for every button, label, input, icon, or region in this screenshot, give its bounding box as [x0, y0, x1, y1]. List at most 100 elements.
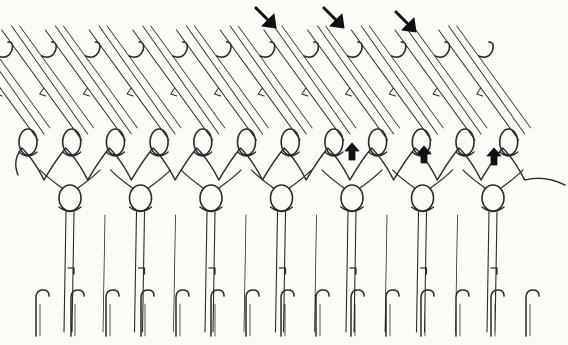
upper-needle-shaft [194, 25, 269, 129]
loop-wrap [236, 151, 257, 157]
wale-tick [208, 267, 216, 275]
upper-needle-bank [0, 25, 532, 141]
lower-needle-bank [35, 289, 540, 337]
upper-needle-shaft [307, 29, 389, 141]
knot-strand [321, 169, 345, 189]
loop-wrap [18, 151, 38, 157]
wale-line [415, 211, 420, 333]
needle-hook [346, 41, 363, 58]
wale-strands [63, 211, 498, 333]
wale-tick [67, 267, 75, 275]
stitch-loop [149, 128, 169, 156]
arrow-down-right-icon [401, 17, 417, 33]
knot-wrap [58, 206, 82, 213]
lower-needle [35, 289, 50, 337]
upper-needle-shaft [19, 25, 95, 129]
latch-mark [257, 87, 265, 97]
knot-loop [58, 184, 82, 212]
knot-strand [218, 169, 242, 189]
latch-mark [39, 87, 47, 97]
knot-strand [359, 169, 383, 189]
loop-wrap [105, 151, 126, 157]
stitch-loop [324, 128, 344, 156]
loop-wrap [193, 151, 213, 157]
upper-needle-shaft [0, 86, 39, 141]
lower-needle [70, 289, 85, 337]
stitch-loop [61, 128, 82, 156]
stitch-loop [498, 128, 519, 156]
needle-hook [40, 41, 57, 58]
stitch-loop [193, 128, 213, 156]
latch-mark [126, 87, 134, 97]
knot-wrap [410, 206, 435, 213]
knot-loop [128, 184, 153, 212]
wale-line [71, 211, 75, 333]
knot-strand [391, 169, 416, 189]
sinker-line [243, 214, 247, 333]
sinker-line [173, 214, 176, 333]
needle-hook [434, 41, 451, 58]
knot-strand [250, 169, 275, 189]
upper-needle-shaft [219, 29, 301, 141]
latch-mark [301, 87, 309, 97]
loop-wrap [324, 151, 344, 157]
upper-needle-shaft [368, 25, 444, 129]
knot-strand [429, 169, 454, 189]
lower-needle [315, 289, 330, 337]
wale-line [133, 211, 138, 333]
lower-needle [385, 289, 400, 337]
upper-needle-shaft [229, 25, 307, 135]
wale-tick [490, 267, 498, 275]
knot-strand [77, 169, 101, 189]
knot-loop [340, 184, 364, 212]
upper-needle-shaft [1, 29, 83, 141]
wale-line [274, 211, 279, 333]
stitch-loop [105, 128, 126, 156]
loop-wrap [499, 151, 519, 157]
knot-wrap [269, 206, 294, 213]
lower-needle [245, 289, 260, 337]
knot-strand [180, 169, 204, 189]
stitch-loop [236, 128, 257, 156]
upper-needle-shaft [54, 25, 132, 135]
upper-needle-shaft [263, 29, 345, 141]
upper-needle-shaft [176, 29, 257, 141]
upper-needle-shaft [106, 25, 182, 129]
wale-line [204, 211, 208, 333]
latch-mark [432, 87, 440, 97]
loop-wrap [62, 151, 82, 157]
upper-needle-shaft [88, 29, 170, 141]
upper-needle-shaft [456, 25, 532, 129]
yarn-path [15, 147, 566, 186]
needle-hook [172, 41, 189, 58]
needle-hook [128, 41, 145, 58]
upper-needle-shaft [438, 29, 520, 141]
knot-wrap [340, 206, 364, 213]
upper-needle-shaft [317, 25, 395, 135]
needle-hook [390, 41, 407, 58]
lower-needle [420, 289, 435, 337]
wale-tick [137, 267, 146, 275]
needle-hook [84, 41, 101, 58]
knot-strand [500, 169, 524, 189]
lower-needle [210, 289, 225, 337]
lower-needle [140, 289, 155, 337]
knot-strand [109, 169, 134, 189]
wale-line [345, 211, 349, 333]
motion-arrows [254, 6, 502, 166]
wale-line [63, 211, 67, 333]
wale-line [282, 211, 287, 333]
upper-needle-shaft [0, 58, 51, 129]
lower-needle [175, 289, 190, 337]
arrow-up-icon [486, 147, 502, 166]
loop-wrap [455, 151, 475, 157]
arrow-down-right-icon [329, 13, 345, 29]
upper-needle-shaft [132, 29, 214, 141]
lower-needle [105, 289, 120, 337]
loop-wrap [367, 151, 388, 157]
upper-needle-shaft [0, 70, 45, 135]
needle-hook [477, 41, 494, 58]
sinker-line [314, 214, 317, 333]
upper-needle-shaft [237, 25, 313, 129]
